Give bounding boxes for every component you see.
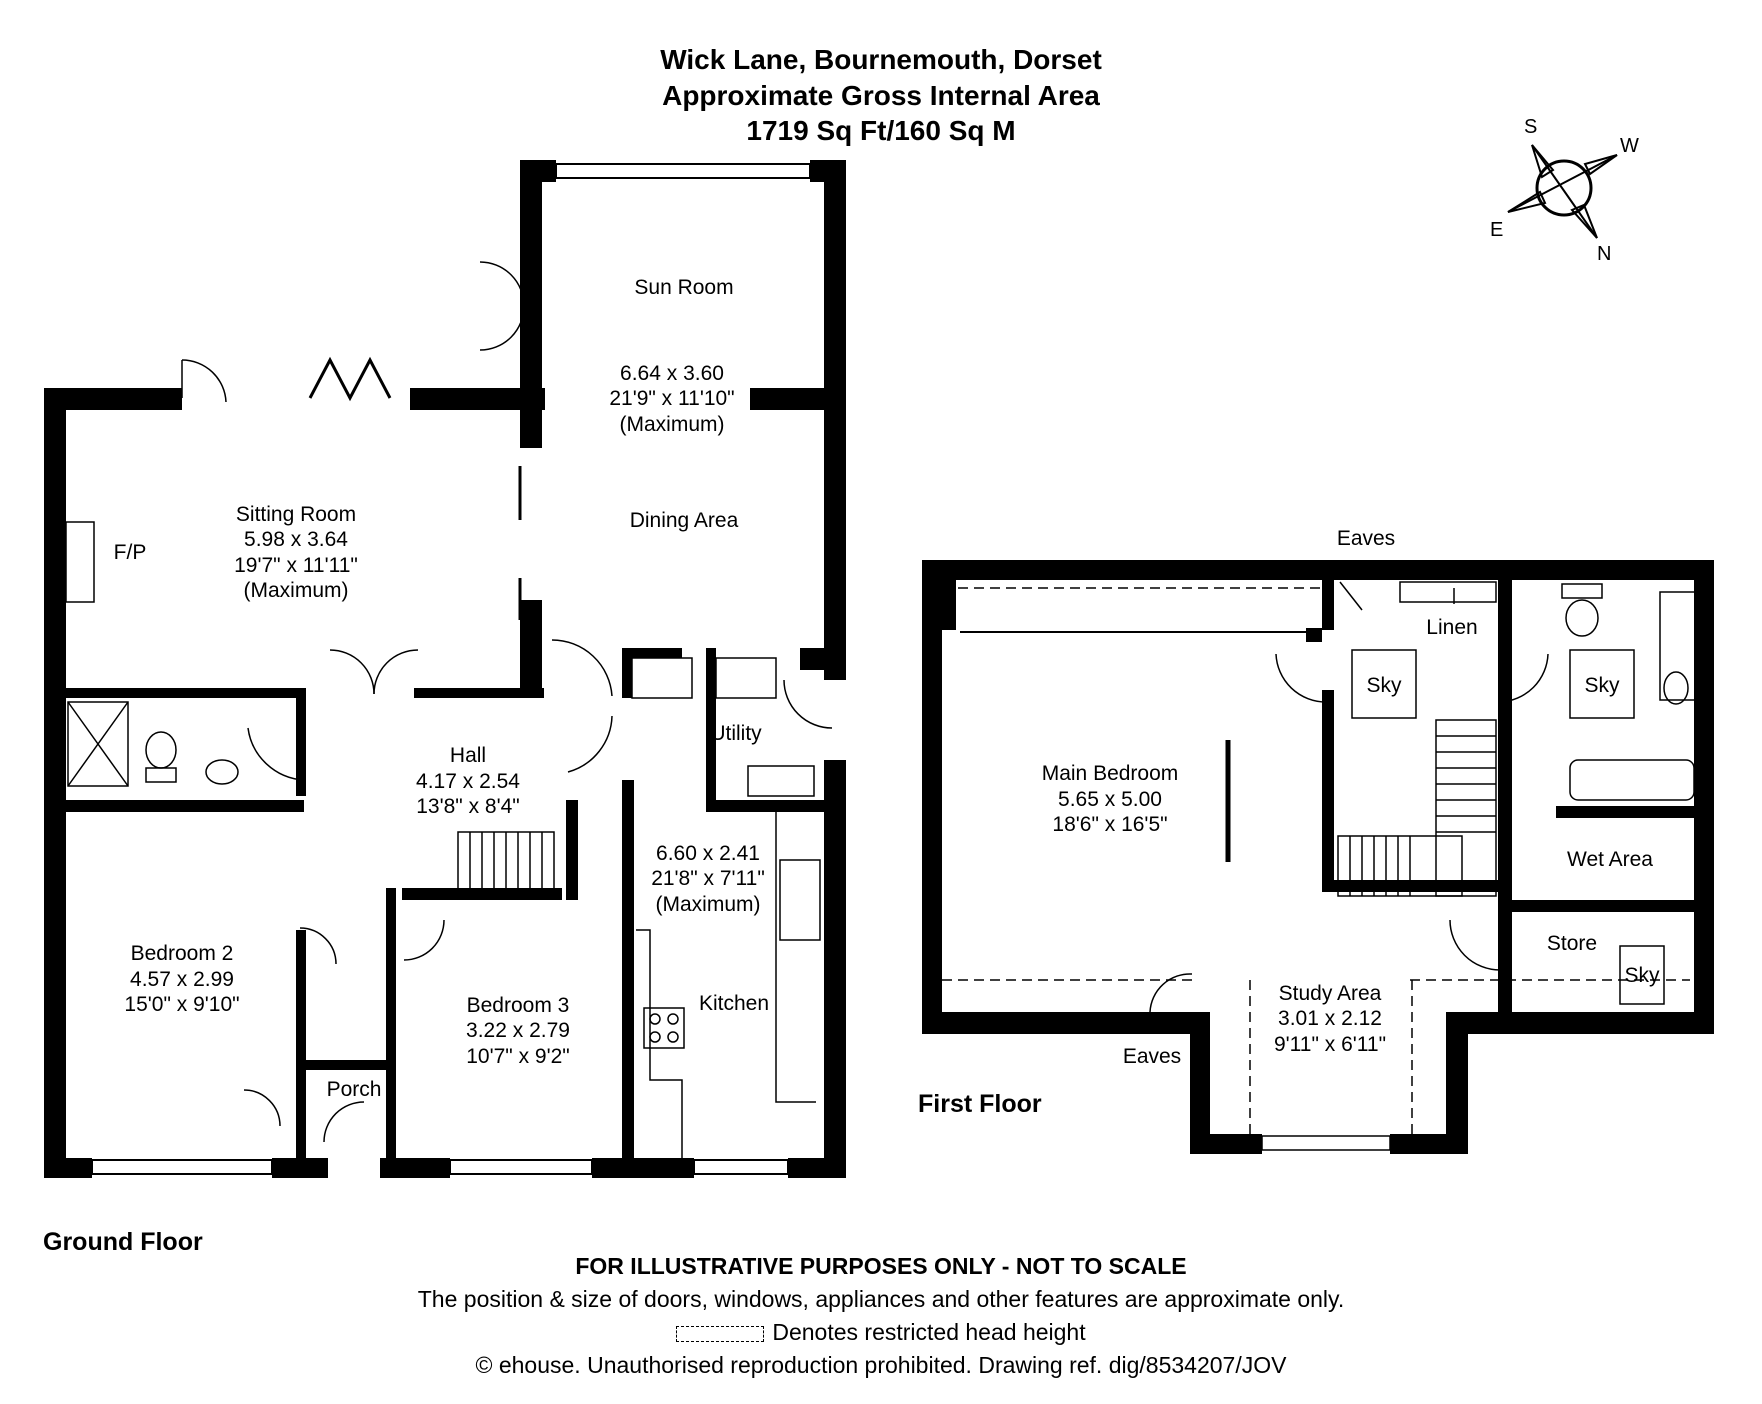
fireplace-label: F/P bbox=[114, 541, 147, 564]
copyright: © ehouse. Unauthorised reproduction proh… bbox=[475, 1352, 1287, 1378]
study-area-name: Study Area bbox=[1279, 982, 1382, 1005]
first-floor-label: First Floor bbox=[918, 1090, 1042, 1118]
kitchen-imperial: 21'8" x 7'11" bbox=[651, 867, 765, 890]
first-floor-labels: Eaves Eaves Main Bedroom 5.65 x 5.00 18'… bbox=[1042, 527, 1660, 1068]
compass-e: E bbox=[1490, 219, 1503, 241]
bedroom2-imperial: 15'0" x 9'10" bbox=[124, 993, 239, 1016]
main-bedroom-metric: 5.65 x 5.00 bbox=[1058, 788, 1162, 811]
sitting-room-metric: 5.98 x 3.64 bbox=[244, 528, 348, 551]
compass-icon: S W E N bbox=[1490, 116, 1639, 265]
wet-area-name: Wet Area bbox=[1567, 848, 1653, 871]
sky1-label: Sky bbox=[1366, 674, 1402, 697]
kitchen-metric: 6.60 x 2.41 bbox=[656, 842, 760, 865]
area-label: Approximate Gross Internal Area bbox=[662, 80, 1100, 111]
sitting-room-imperial: 19'7" x 11'11" bbox=[234, 554, 358, 577]
porch-name: Porch bbox=[327, 1078, 382, 1101]
hall-name: Hall bbox=[450, 744, 486, 767]
kitchen-note: (Maximum) bbox=[656, 893, 761, 916]
hall-imperial: 13'8" x 8'4" bbox=[416, 795, 520, 818]
main-bedroom-name: Main Bedroom bbox=[1042, 762, 1179, 785]
position-note: The position & size of doors, windows, a… bbox=[417, 1286, 1345, 1312]
utility-name: Utility bbox=[710, 722, 762, 745]
study-area-metric: 3.01 x 2.12 bbox=[1278, 1007, 1382, 1030]
first-floor-walls bbox=[922, 560, 1714, 1154]
eaves-top-label: Eaves bbox=[1337, 527, 1395, 550]
plan-address: Wick Lane, Bournemouth, Dorset bbox=[660, 44, 1102, 75]
bedroom2-metric: 4.57 x 2.99 bbox=[130, 968, 234, 991]
dining-area-name: Dining Area bbox=[630, 509, 739, 532]
legend-row: Denotes restricted head height bbox=[0, 1316, 1762, 1348]
ground-floor-windows bbox=[47, 163, 843, 1175]
bedroom3-name: Bedroom 3 bbox=[467, 994, 570, 1017]
kitchen-name: Kitchen bbox=[699, 992, 769, 1015]
sky3-label: Sky bbox=[1624, 964, 1660, 987]
ground-floor-fixtures bbox=[65, 261, 833, 1158]
first-floor-fixtures bbox=[923, 581, 1697, 1151]
compass-w: W bbox=[1620, 135, 1639, 157]
eaves-bottom-label: Eaves bbox=[1123, 1045, 1181, 1068]
sun-room-name: Sun Room bbox=[634, 276, 733, 299]
sitting-room-note: (Maximum) bbox=[244, 579, 349, 602]
ground-floor-labels: Sun Room 6.64 x 3.60 21'9" x 11'10" (Max… bbox=[114, 276, 769, 1101]
ground-floor-label: Ground Floor bbox=[43, 1228, 203, 1256]
bedroom2-name: Bedroom 2 bbox=[131, 942, 234, 965]
area-value: 1719 Sq Ft/160 Sq M bbox=[746, 115, 1016, 146]
legend-text: Denotes restricted head height bbox=[772, 1319, 1086, 1345]
ground-floor-walls bbox=[44, 160, 846, 1178]
main-bedroom-imperial: 18'6" x 16'5" bbox=[1052, 813, 1167, 836]
sitting-room-name: Sitting Room bbox=[236, 503, 356, 526]
bedroom3-metric: 3.22 x 2.79 bbox=[466, 1019, 570, 1042]
compass-n: N bbox=[1597, 243, 1611, 265]
hall-metric: 4.17 x 2.54 bbox=[416, 770, 520, 793]
study-area-imperial: 9'11" x 6'11" bbox=[1274, 1033, 1386, 1056]
disclaimer: FOR ILLUSTRATIVE PURPOSES ONLY - NOT TO … bbox=[575, 1253, 1187, 1279]
store-name: Store bbox=[1547, 932, 1597, 955]
sun-room-imperial: 21'9" x 11'10" bbox=[609, 387, 734, 410]
compass-s: S bbox=[1524, 116, 1537, 138]
linen-label: Linen bbox=[1426, 616, 1477, 639]
sun-room-metric: 6.64 x 3.60 bbox=[620, 362, 724, 385]
sky2-label: Sky bbox=[1584, 674, 1620, 697]
bedroom3-imperial: 10'7" x 9'2" bbox=[466, 1045, 570, 1068]
sun-room-note: (Maximum) bbox=[620, 413, 725, 436]
restricted-height-legend-icon bbox=[676, 1325, 765, 1342]
